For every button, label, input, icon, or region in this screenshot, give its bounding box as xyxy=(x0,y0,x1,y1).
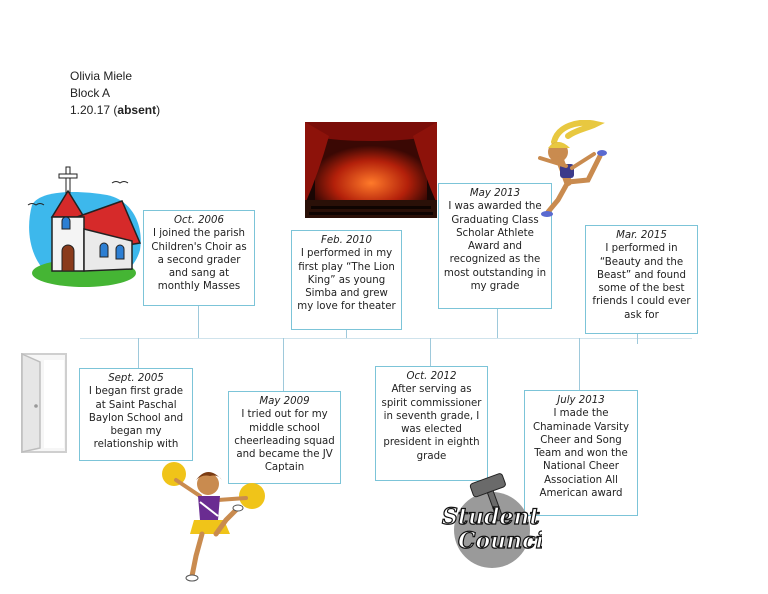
event-text: I began first grade at Saint Paschal Bay… xyxy=(88,386,184,451)
event-date: Sept. 2005 xyxy=(108,373,164,384)
event-date: July 2013 xyxy=(557,395,605,406)
event-oct-2006: Oct. 2006 I joined the parish Children's… xyxy=(143,210,255,306)
connector xyxy=(579,338,580,390)
event-mar-2015: Mar. 2015 I performed in “Beauty and the… xyxy=(585,225,698,334)
event-may-2013: May 2013 I was awarded the Graduating Cl… xyxy=(438,183,552,309)
event-text: I was awarded the Graduating Class Schol… xyxy=(443,201,547,293)
connector xyxy=(430,338,431,366)
event-text: I performed in my first play “The Lion K… xyxy=(297,248,396,313)
event-text: I made the Chaminade Varsity Cheer and S… xyxy=(532,408,629,500)
event-feb-2010: Feb. 2010 I performed in my first play “… xyxy=(291,230,402,330)
connector xyxy=(346,330,347,338)
logo-word-student: Student xyxy=(442,504,540,530)
event-date: Oct. 2006 xyxy=(173,215,225,226)
runner-clipart xyxy=(538,120,607,217)
connector xyxy=(497,309,498,338)
cheerleader-clipart xyxy=(162,462,265,582)
event-date: Oct. 2012 xyxy=(406,371,457,382)
connector xyxy=(637,334,638,344)
date-value: 1.20.17 xyxy=(70,103,111,117)
church-clipart xyxy=(27,166,142,287)
connector xyxy=(198,306,199,338)
event-oct-2012: Oct. 2012 After serving as spirit commis… xyxy=(375,366,488,481)
event-text: I joined the parish Children's Choir as … xyxy=(151,228,247,293)
open-door-clipart xyxy=(21,352,67,453)
block-label: Block A xyxy=(70,86,111,100)
event-july-2013: July 2013 I made the Chaminade Varsity C… xyxy=(524,390,638,516)
event-date: Feb. 2010 xyxy=(321,235,372,246)
event-text: I performed in “Beauty and the Beast” an… xyxy=(592,243,691,321)
logo-word-council: Council xyxy=(458,528,542,554)
event-date: May 2009 xyxy=(259,396,310,407)
event-date: May 2013 xyxy=(469,188,521,199)
event-sept-2005: Sept. 2005 I began first grade at Saint … xyxy=(79,368,193,461)
stage-curtain-image xyxy=(305,122,437,218)
event-may-2009: May 2009 I tried out for my middle schoo… xyxy=(228,391,341,484)
connector xyxy=(283,338,284,391)
date-line: 1.20.17 (absent) xyxy=(70,103,161,117)
connector xyxy=(138,338,139,368)
timeline-axis xyxy=(80,338,692,339)
event-text: I tried out for my middle school cheerle… xyxy=(234,409,335,474)
student-name: Olivia Miele xyxy=(70,69,133,83)
student-council-logo: Student Council xyxy=(441,473,542,568)
event-date: Mar. 2015 xyxy=(616,230,667,241)
event-text: After serving as spirit commissioner in … xyxy=(381,384,482,462)
header: Olivia Miele Block A 1.20.17 (absent) xyxy=(70,68,160,119)
absent-label: absent xyxy=(117,103,157,117)
